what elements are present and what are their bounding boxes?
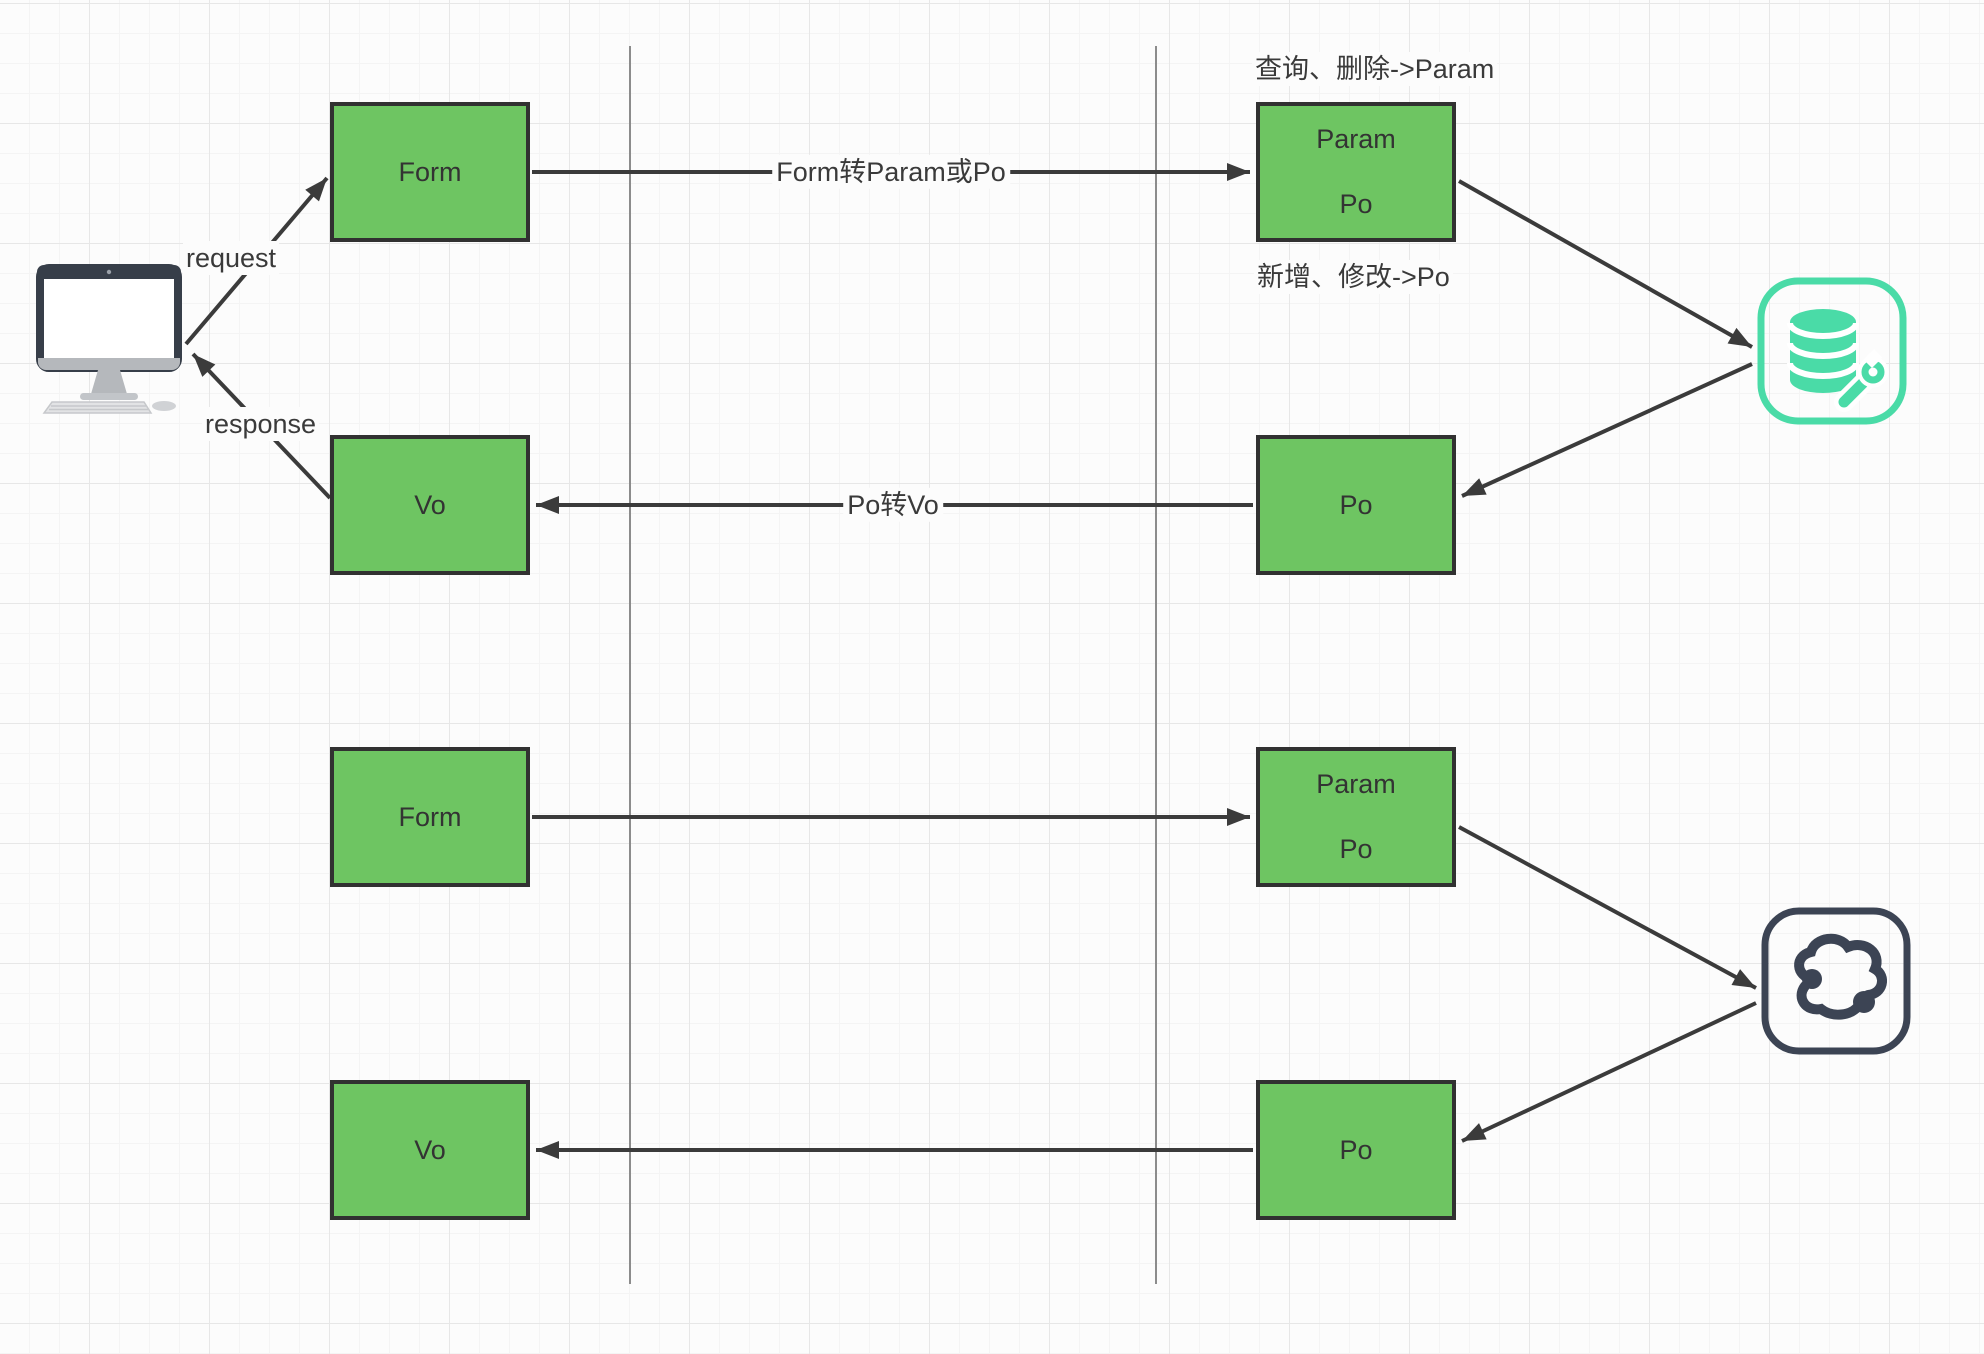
add-update-note[interactable]: 新增、修改->Po bbox=[1254, 260, 1453, 295]
po-box-bottom-label: Po bbox=[1339, 1134, 1373, 1165]
request-label[interactable]: request bbox=[183, 241, 280, 276]
form-box-top[interactable]: Form bbox=[330, 102, 530, 242]
po-to-vo-edge-label[interactable]: Po转Vo bbox=[843, 487, 943, 523]
mouse bbox=[152, 401, 176, 411]
cloud-icon-border bbox=[1761, 907, 1911, 1055]
vo-box-bottom-label: Vo bbox=[414, 1134, 446, 1165]
monitor-stand bbox=[91, 370, 127, 394]
param-po-box-bottom-line1: Param bbox=[1316, 769, 1396, 799]
wrench-notch bbox=[1863, 348, 1883, 369]
param-po-box-top-line2: Po bbox=[1339, 189, 1373, 219]
arrow-parampo-to-database[interactable] bbox=[1458, 179, 1753, 349]
cloud-outline-bottom bbox=[1796, 981, 1864, 1020]
arrow-parampo-to-cloud[interactable] bbox=[1458, 825, 1757, 990]
cloud-service-icon[interactable] bbox=[1760, 906, 1912, 1056]
response-label[interactable]: response bbox=[202, 407, 320, 442]
arrow-database-to-po[interactable] bbox=[1461, 362, 1753, 498]
po-box-top[interactable]: Po bbox=[1256, 435, 1456, 575]
po-box-bottom[interactable]: Po bbox=[1256, 1080, 1456, 1220]
monitor-frame bbox=[36, 264, 182, 372]
form-box-bottom-label: Form bbox=[398, 801, 462, 832]
arrow-cloud-to-po[interactable] bbox=[1461, 1001, 1757, 1143]
form-box-top-label: Form bbox=[398, 156, 462, 187]
query-delete-note[interactable]: 查询、删除->Param bbox=[1252, 52, 1498, 87]
keyboard-keys bbox=[49, 405, 148, 411]
keyboard bbox=[42, 401, 153, 414]
desktop-computer-icon[interactable] bbox=[28, 262, 198, 414]
param-po-box-top-line1: Param bbox=[1316, 124, 1396, 154]
vo-box-bottom[interactable]: Vo bbox=[330, 1080, 530, 1220]
vo-box-top[interactable]: Vo bbox=[330, 435, 530, 575]
database-disc-gaps bbox=[1787, 322, 1859, 379]
monitor-chin bbox=[38, 358, 180, 370]
form-to-param-edge-label[interactable]: Form转Param或Po bbox=[772, 154, 1010, 190]
cloud-outline-top bbox=[1794, 933, 1887, 1000]
cloud-dot-left bbox=[1802, 969, 1822, 989]
form-box-bottom[interactable]: Form bbox=[330, 747, 530, 887]
wrench-head-hole bbox=[1868, 367, 1878, 377]
database-icon-border bbox=[1757, 277, 1907, 425]
param-po-box-top[interactable]: Param Po bbox=[1256, 102, 1456, 242]
monitor-base bbox=[80, 393, 138, 400]
vo-box-top-label: Vo bbox=[414, 489, 446, 520]
param-po-box-bottom[interactable]: Param Po bbox=[1256, 747, 1456, 887]
cloud-dot-right bbox=[1853, 991, 1875, 1013]
param-po-box-bottom-line2: Po bbox=[1339, 834, 1373, 864]
webcam-dot bbox=[106, 269, 112, 275]
po-box-top-label: Po bbox=[1339, 489, 1373, 520]
database-wrench-icon[interactable] bbox=[1756, 276, 1908, 426]
